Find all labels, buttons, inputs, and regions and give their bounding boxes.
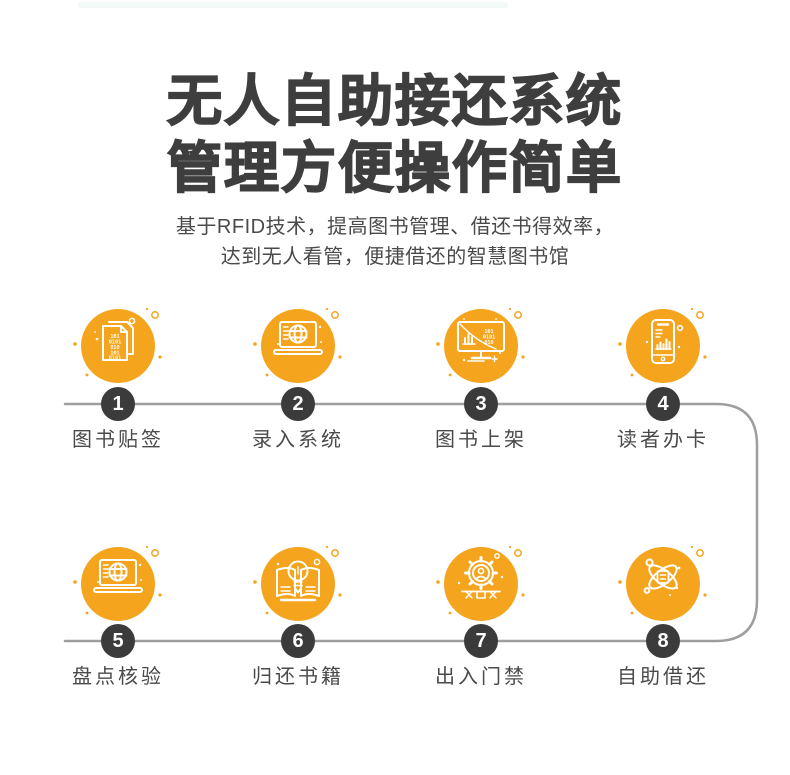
- svg-text:010: 010: [484, 340, 493, 346]
- flow-step: 6 归还书籍: [208, 540, 388, 700]
- svg-text:010: 010: [110, 345, 119, 351]
- page-title-line1: 无人自助接还系统: [166, 69, 623, 133]
- binary-document-icon: 101 0101 010 101 0101: [73, 307, 162, 383]
- page-subtitle-line1: 基于RFID技术，提高图书管理、借还书得效率，: [175, 216, 615, 238]
- step-label: 出入门禁: [435, 666, 527, 688]
- step-number-badge: 3: [464, 387, 498, 421]
- step-number-badge: 7: [464, 624, 498, 658]
- svg-text:101: 101: [484, 329, 493, 335]
- book-bulb-icon: [253, 545, 342, 621]
- svg-text:101: 101: [110, 334, 119, 340]
- svg-text:0101: 0101: [109, 340, 122, 346]
- flow-step: 8 自助借还: [573, 540, 753, 700]
- flow-step: 4 读者办卡: [573, 302, 753, 462]
- laptop-globe-icon: [73, 545, 162, 621]
- step-number-badge: 6: [281, 624, 315, 658]
- step-label: 归还书籍: [252, 666, 344, 688]
- step-number-badge: 8: [646, 624, 680, 658]
- svg-text:101: 101: [110, 351, 119, 357]
- phone-chart-icon: [618, 307, 707, 383]
- step-number-badge: 2: [281, 387, 315, 421]
- step-number-badge: 1: [101, 387, 135, 421]
- flow-step: 7 出入门禁: [391, 540, 571, 700]
- flow-step: 5 盘点核验: [28, 540, 208, 700]
- page-title: 无人自助接还系统 管理方便操作简单: [0, 68, 790, 202]
- step-label: 录入系统: [252, 429, 344, 451]
- step-number-badge: 4: [646, 387, 680, 421]
- step-label: 读者办卡: [617, 429, 709, 451]
- svg-text:0101: 0101: [109, 356, 122, 362]
- flow-step: 101 0101 010 3 图书上架: [391, 302, 571, 462]
- top-edge-artifact: [78, 2, 508, 8]
- laptop-globe-icon: [253, 307, 342, 383]
- monitor-chart-icon: 101 0101 010: [436, 307, 525, 383]
- step-label: 盘点核验: [72, 666, 164, 688]
- step-label: 图书上架: [435, 429, 527, 451]
- page-subtitle: 基于RFID技术，提高图书管理、借还书得效率， 达到无人看管，便捷借还的智慧图书…: [0, 212, 790, 272]
- flow-step: 101 0101 010 101 0101 1 图书贴签: [28, 302, 208, 462]
- gear-access-icon: [436, 545, 525, 621]
- page-title-line2: 管理方便操作简单: [166, 136, 623, 200]
- step-label: 自助借还: [617, 666, 709, 688]
- svg-text:0101: 0101: [483, 335, 496, 341]
- atom-network-icon: [618, 545, 707, 621]
- flow-step: 2 录入系统: [208, 302, 388, 462]
- step-number-badge: 5: [101, 624, 135, 658]
- page-subtitle-line2: 达到无人看管，便捷借还的智慧图书馆: [220, 246, 570, 268]
- step-label: 图书贴签: [72, 429, 164, 451]
